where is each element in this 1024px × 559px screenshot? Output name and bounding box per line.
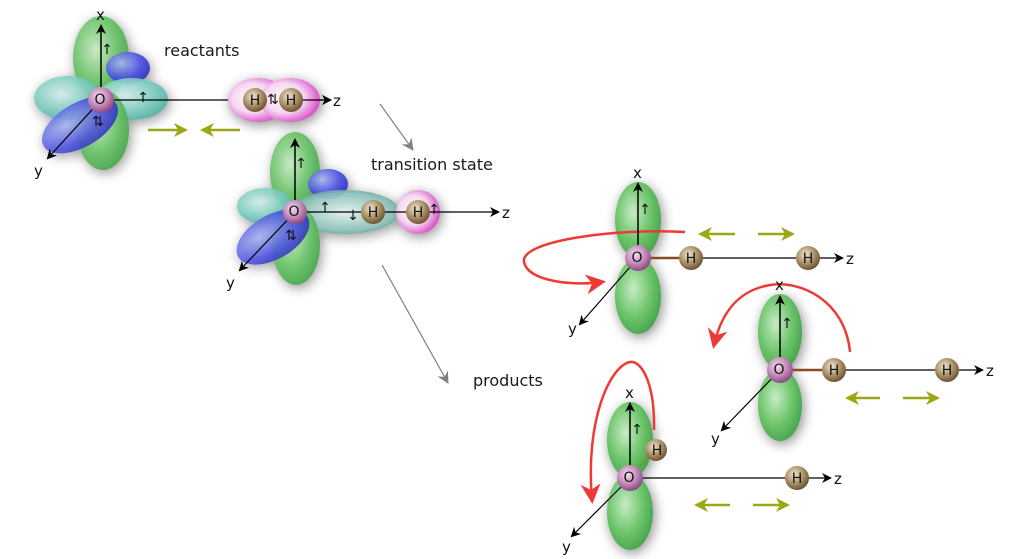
oxygen-label: O (288, 204, 299, 220)
spin-up-pz: ↑ (319, 200, 331, 216)
px-orbital-lobe-bottom (758, 369, 802, 441)
hydrogen-atom-free (935, 358, 959, 382)
rotation-arrow (522, 229, 686, 295)
hydrogen-label-2: H (286, 93, 297, 109)
oxygen-atom (88, 87, 114, 113)
spin-up-px: ↑ (631, 422, 643, 438)
oxygen-atom (617, 465, 643, 491)
flow-arrow-to-products (381, 264, 449, 384)
y-axis-label: y (226, 274, 235, 292)
hydrogen-label: H (686, 251, 697, 267)
reactants-group: x y O ↑ ↑ ⇅ H H ⇅ z reactants (34, 6, 341, 180)
hydrogen-label: H (829, 363, 840, 379)
px-orbital-lobe-bottom (615, 258, 661, 334)
hydrogen-label-1: H (368, 205, 379, 221)
y-axis-line (578, 257, 639, 326)
hydrogen-atom-1 (243, 88, 267, 112)
spin-up-h: ↑ (428, 202, 440, 218)
oxygen-atom (625, 245, 651, 271)
spin-up-px: ↑ (639, 202, 651, 218)
y-axis-line (720, 369, 781, 432)
oxygen-label: O (94, 92, 105, 108)
y-axis-line (570, 477, 631, 538)
y-axis-label: y (568, 320, 577, 338)
z-axis-label: z (846, 250, 854, 268)
z-axis-label: z (834, 470, 842, 488)
flow-arrow-to-transition (379, 103, 414, 151)
hydrogen-label: H (792, 471, 803, 487)
hydrogen-atom-bonded (822, 358, 846, 382)
hydrogen-atom-2 (406, 200, 430, 224)
spin-up-pz: ↑ (137, 90, 149, 106)
oxygen-atom (767, 357, 793, 383)
product-2-group: x y z O ↑ H H (707, 276, 994, 448)
y-axis-line (46, 99, 102, 160)
spin-paired-h2: ⇅ (267, 92, 279, 108)
x-axis-label: x (633, 164, 642, 182)
y-axis-line (238, 211, 296, 272)
spin-paired-py: ⇅ (92, 114, 104, 130)
transition-state-label: transition state (371, 155, 493, 174)
x-axis-label: x (775, 276, 784, 294)
hydrogen-label: H (942, 363, 953, 379)
y-axis-label: y (562, 538, 571, 556)
spin-up-px: ↑ (101, 42, 113, 58)
py-orbital-lobe-right (106, 52, 150, 84)
hydrogen-atom-bonded (679, 246, 703, 270)
y-axis-label: y (34, 162, 43, 180)
product-3-group: x H y z O ↑ H (562, 360, 842, 556)
hydrogen-label-2: H (413, 205, 424, 221)
hydrogen-label: H (652, 443, 663, 459)
hydrogen-atom-2 (279, 88, 303, 112)
x-axis-label: x (96, 6, 105, 24)
oxygen-atom (283, 200, 307, 224)
hydrogen-label-1: H (250, 93, 261, 109)
oxygen-label: O (623, 470, 634, 486)
rotation-arrow (707, 283, 852, 353)
hydrogen-atom-free (796, 246, 820, 270)
spin-down-sigma: ↓ (347, 208, 359, 224)
z-axis-label: z (502, 204, 510, 222)
hydrogen-label: H (803, 251, 814, 267)
oxygen-label: O (773, 362, 784, 378)
reactants-label: reactants (164, 41, 240, 60)
products-label: products (473, 371, 543, 390)
hydrogen-atom-free (785, 466, 809, 490)
oxygen-label: O (631, 250, 642, 266)
spin-paired-py: ⇅ (285, 228, 297, 244)
z-axis-label: z (986, 362, 994, 380)
y-axis-label: y (711, 430, 720, 448)
hydrogen-atom-1 (361, 200, 385, 224)
spin-up-px: ↑ (295, 156, 307, 172)
product-1-group: x y z O ↑ H H (522, 164, 854, 338)
hydrogen-atom-bonded (645, 439, 667, 461)
transition-state-group: z y O ↑ ↑ ↓ ⇅ H H ↑ transition state (226, 132, 510, 292)
spin-up-px: ↑ (781, 316, 793, 332)
x-axis-label: x (625, 384, 634, 402)
px-orbital-lobe-bottom (607, 474, 653, 550)
z-axis-label: z (333, 92, 341, 110)
rotation-arrow (580, 360, 656, 504)
